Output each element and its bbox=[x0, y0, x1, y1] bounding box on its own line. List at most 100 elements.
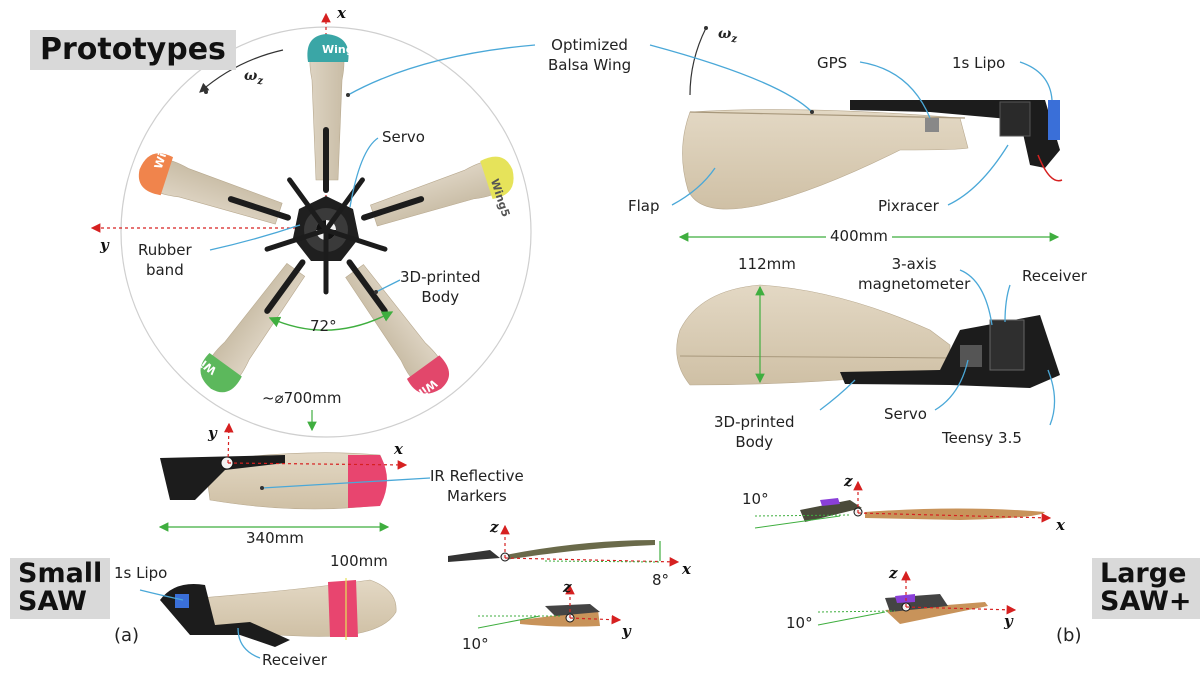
callout-servo-large bbox=[934, 359, 969, 411]
title-prototypes: Prototypes bbox=[30, 30, 236, 70]
small-side-8deg-guide bbox=[544, 560, 661, 563]
callout-servo bbox=[349, 137, 379, 208]
label-angle-72: 72° bbox=[310, 317, 337, 335]
label-teensy: Teensy 3.5 bbox=[942, 429, 1022, 447]
callout-receiver-small bbox=[237, 627, 261, 659]
small-saw-tag: Small SAW bbox=[10, 558, 111, 619]
angle-72-arc bbox=[268, 311, 394, 331]
rotor-x-label: x bbox=[337, 4, 346, 22]
omega-subscript: z bbox=[731, 33, 738, 45]
label-flap: Flap bbox=[628, 197, 660, 215]
label-printed-body-line1: 3D-printed bbox=[400, 268, 481, 286]
callout-teensy bbox=[1047, 369, 1056, 426]
label-receiver-large: Receiver bbox=[1022, 267, 1087, 285]
small-y-axis bbox=[223, 422, 234, 464]
label-lipo-large: 1s Lipo bbox=[952, 54, 1006, 72]
callout-receiver-large bbox=[1004, 284, 1011, 323]
label-rubber-band: Rubber band bbox=[138, 240, 192, 280]
label-optimized-line1: Optimized bbox=[551, 36, 628, 54]
large-yz-10deg-guide bbox=[817, 610, 896, 613]
label-servo-large: Servo bbox=[884, 405, 927, 423]
label-printed-body: 3D-printed Body bbox=[400, 267, 481, 307]
label-printed-body-large-line1: 3D-printed bbox=[714, 413, 795, 431]
label-112mm: 112mm bbox=[738, 255, 796, 273]
callout-flap bbox=[671, 167, 716, 206]
wing2 bbox=[200, 259, 306, 393]
label-400mm: 400mm bbox=[826, 226, 892, 246]
label-rubber-line2: band bbox=[145, 261, 184, 279]
label-pixracer: Pixracer bbox=[878, 197, 939, 215]
callout-gps bbox=[859, 61, 931, 119]
wing1 bbox=[345, 259, 450, 394]
label-printed-body-large: 3D-printed Body bbox=[714, 412, 795, 452]
wing3 bbox=[138, 153, 291, 225]
label-servo: Servo bbox=[382, 128, 425, 146]
omega-arc-left bbox=[199, 49, 284, 93]
large-yz-10deg-ref bbox=[817, 611, 886, 626]
small-saw-top-view bbox=[160, 452, 387, 510]
label-ir-markers: IR Reflective Markers bbox=[430, 466, 524, 506]
large-saw-bottom-view bbox=[676, 284, 1060, 388]
label-magnetometer-line1: 3-axis bbox=[891, 255, 937, 273]
omega-right-label: ωz bbox=[718, 26, 737, 45]
label-optimized-balsa-wing: Optimized Balsa Wing bbox=[548, 35, 631, 75]
callout-optimized-balsa-wing-right bbox=[649, 44, 813, 113]
small-side-x-axis bbox=[504, 557, 680, 567]
small-yz-y-axis bbox=[569, 614, 622, 625]
label-10deg-large-a: 10° bbox=[742, 490, 769, 508]
rotor-boundary-circle bbox=[120, 26, 532, 438]
small-yz-y-label: y bbox=[622, 622, 631, 640]
omega-arc-right bbox=[689, 27, 707, 96]
label-ir-line2: Markers bbox=[447, 487, 507, 505]
large-saw-tag-line1: Large bbox=[1100, 558, 1187, 589]
label-100mm: 100mm bbox=[330, 552, 388, 570]
small-side-x-label: x bbox=[682, 560, 691, 578]
small-yz-z-label: z bbox=[563, 578, 572, 596]
label-gps: GPS bbox=[817, 54, 848, 72]
large-side-x-label: x bbox=[1056, 516, 1065, 534]
large-yz-y-axis bbox=[905, 604, 1017, 615]
label-10deg-small: 10° bbox=[462, 635, 489, 653]
label-8deg: 8° bbox=[652, 571, 670, 589]
large-saw-side-view-xz bbox=[800, 498, 1045, 522]
panel-a-label: (a) bbox=[114, 625, 140, 646]
label-receiver-small: Receiver bbox=[262, 651, 327, 669]
label-ir-line1: IR Reflective bbox=[430, 467, 524, 485]
label-magnetometer-line2: magnetometer bbox=[858, 275, 971, 293]
small-saw-tag-line2: SAW bbox=[18, 586, 87, 618]
label-diameter: ~⌀700mm bbox=[262, 389, 342, 407]
label-optimized-line2: Balsa Wing bbox=[548, 56, 632, 74]
omega-dot-left bbox=[204, 90, 208, 94]
omega-dot-right bbox=[704, 26, 708, 30]
small-side-z-label: z bbox=[490, 518, 499, 536]
label-printed-body-large-line2: Body bbox=[735, 433, 774, 451]
small-yz-10deg-ref bbox=[477, 615, 541, 629]
wing5 bbox=[361, 156, 514, 227]
small-saw-side-view-xz bbox=[448, 540, 655, 562]
wing4 bbox=[307, 34, 349, 193]
large-saw-tag: Large SAW+ bbox=[1092, 558, 1200, 619]
callout-optimized-balsa-wing bbox=[347, 44, 536, 96]
callout-magnetometer bbox=[959, 269, 993, 326]
omega-symbol: ω bbox=[718, 26, 732, 42]
label-lipo-small: 1s Lipo bbox=[114, 564, 168, 582]
label-10deg-large-b: 10° bbox=[786, 614, 813, 632]
small-x-label: x bbox=[394, 440, 403, 458]
label-340mm: 340mm bbox=[246, 529, 304, 547]
small-saw-tag-line1: Small bbox=[18, 558, 103, 589]
callout-printed-body bbox=[375, 279, 401, 293]
callout-lipo-small bbox=[139, 589, 184, 601]
omega-symbol: ω bbox=[244, 68, 258, 84]
wing4-tag: Wing4 bbox=[322, 43, 362, 56]
rotor-wings bbox=[138, 34, 514, 394]
large-saw-tag-line2: SAW+ bbox=[1100, 586, 1192, 618]
omega-left-label: ωz bbox=[244, 68, 263, 87]
small-saw-side-view-yz bbox=[520, 604, 600, 627]
large-yz-y-label: y bbox=[1004, 612, 1013, 630]
callout-printed-body-large bbox=[819, 379, 856, 411]
large-side-z-label: z bbox=[844, 472, 853, 490]
large-side-10deg-ref bbox=[754, 515, 841, 529]
callout-pixracer bbox=[947, 144, 1009, 206]
